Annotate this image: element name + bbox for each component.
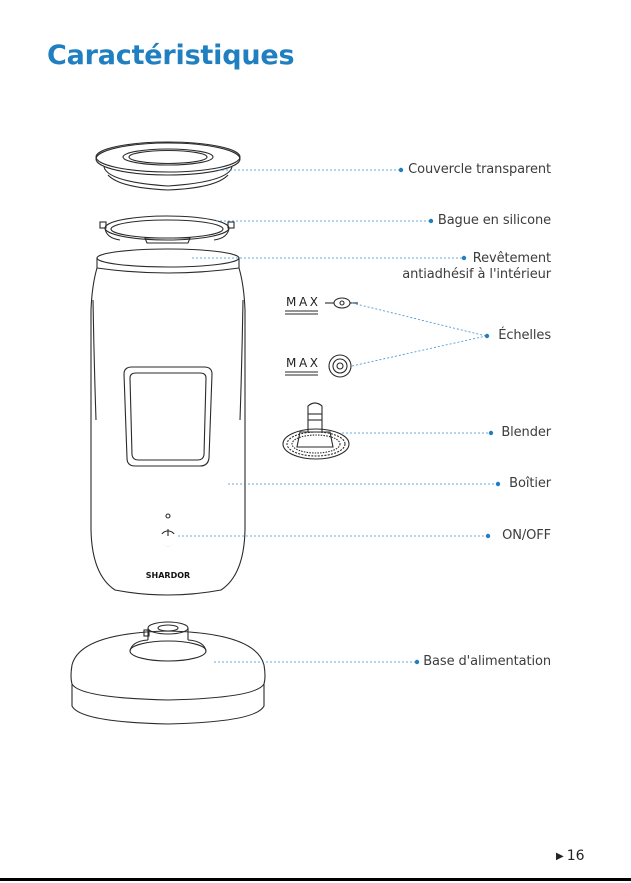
label-base: Base d'alimentation	[423, 654, 551, 670]
bottom-rule	[0, 878, 631, 881]
page-number-text: 16	[567, 848, 585, 864]
label-blender: Blender	[501, 425, 551, 441]
label-housing: Boîtier	[509, 476, 551, 492]
leader-scale-top	[352, 303, 486, 336]
brand-logo: SHARDOR	[146, 571, 190, 580]
label-scales: Échelles	[498, 328, 551, 344]
label-coating-line1: Revêtement	[473, 251, 551, 267]
page-number: ▶16	[556, 848, 585, 864]
label-lid: Couvercle transparent	[408, 162, 551, 178]
label-power: ON/OFF	[502, 528, 551, 544]
scale-mark-top: MAX	[286, 295, 318, 309]
dot-housing	[496, 482, 500, 486]
dot-scales	[485, 334, 489, 338]
dot-base	[415, 660, 419, 664]
power-base-drawing	[71, 622, 265, 724]
leader-scale-bottom	[352, 336, 486, 366]
housing-drawing	[91, 249, 245, 595]
scale-mark-bottom: MAX	[286, 356, 318, 370]
silicone-ring-drawing	[100, 216, 234, 243]
triangle-right-icon: ▶	[556, 851, 564, 862]
dot-power	[486, 534, 490, 538]
lid-drawing	[96, 142, 240, 190]
dot-lid	[399, 168, 403, 172]
dot-ring	[429, 219, 433, 223]
dot-blender	[489, 431, 493, 435]
label-coating-line2: antiadhésif à l'intérieur	[402, 267, 551, 283]
label-silicone-ring: Bague en silicone	[438, 213, 551, 229]
dot-coating	[462, 256, 466, 260]
blender-drawing	[283, 403, 349, 459]
